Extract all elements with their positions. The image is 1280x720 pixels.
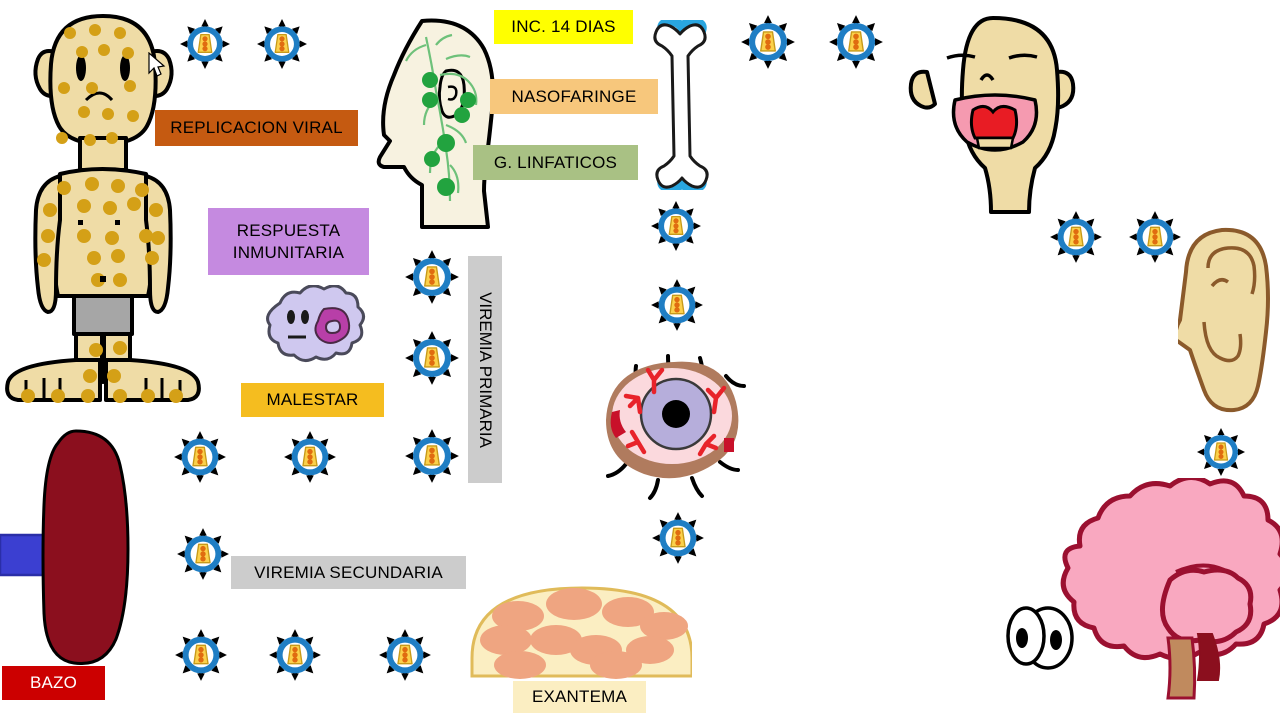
virus-particle-icon: [828, 14, 884, 70]
label-text: EXANTEMA: [531, 687, 628, 707]
macrophage-cell-figure: [266, 285, 365, 362]
label-text: REPLICACION VIRAL: [170, 118, 343, 138]
virus-particle-icon: [650, 278, 704, 332]
label-text-line2: INMUNITARIA: [232, 242, 345, 262]
mouse-pointer-icon: [148, 52, 166, 77]
virus-particle-icon: [1128, 210, 1182, 264]
label-text: VIREMIA SECUNDARIA: [254, 562, 443, 582]
label-text: G. LINFATICOS: [493, 152, 618, 172]
ear-figure: [1178, 227, 1270, 413]
koplik-face-figure: [908, 16, 1076, 214]
head-lymphatics-figure: [376, 18, 495, 229]
label-viremia-secundaria: VIREMIA SECUNDARIA: [231, 556, 466, 589]
label-exantema: EXANTEMA: [513, 681, 646, 713]
exanthema-skin-patch-figure: [470, 586, 692, 679]
brain-figure: [1006, 478, 1280, 700]
virus-particle-icon: [268, 628, 322, 682]
virus-particle-icon: [651, 511, 705, 565]
label-nasofaringe: NASOFARINGE: [490, 79, 658, 114]
label-text: VIREMIA PRIMARIA: [476, 291, 495, 448]
virus-particle-icon: [176, 527, 230, 581]
label-text-line1: RESPUESTA: [236, 221, 341, 241]
label-inc-14-dias: INC. 14 DIAS: [494, 10, 633, 44]
virus-particle-icon: [404, 330, 460, 386]
virus-particle-icon: [1196, 427, 1246, 477]
virus-particle-icon: [378, 628, 432, 682]
virus-particle-icon: [650, 200, 702, 252]
virus-particle-icon: [1049, 210, 1103, 264]
virus-particle-icon: [174, 628, 228, 682]
virus-particle-icon: [404, 428, 460, 484]
label-text: MALESTAR: [266, 390, 359, 410]
label-malestar: MALESTAR: [241, 383, 384, 417]
label-text: BAZO: [29, 673, 78, 693]
virus-particle-icon: [404, 249, 460, 305]
virus-particle-icon: [740, 14, 796, 70]
virus-particle-icon: [179, 18, 231, 70]
label-replicacion-viral: REPLICACION VIRAL: [155, 110, 358, 146]
virus-particle-icon: [283, 430, 337, 484]
red-eye-figure: [606, 354, 746, 500]
label-g-linfaticos: G. LINFATICOS: [473, 145, 638, 180]
child-with-rash-figure: [5, 14, 201, 403]
label-text: INC. 14 DIAS: [511, 17, 616, 37]
spleen-figure: [0, 429, 130, 665]
label-bazo: BAZO: [2, 666, 105, 700]
label-viremia-primaria: VIREMIA PRIMARIA: [468, 256, 502, 483]
virus-particle-icon: [173, 430, 227, 484]
label-text: NASOFARINGE: [511, 86, 637, 106]
bone-marrow-figure: [653, 20, 709, 190]
virus-particle-icon: [256, 18, 308, 70]
